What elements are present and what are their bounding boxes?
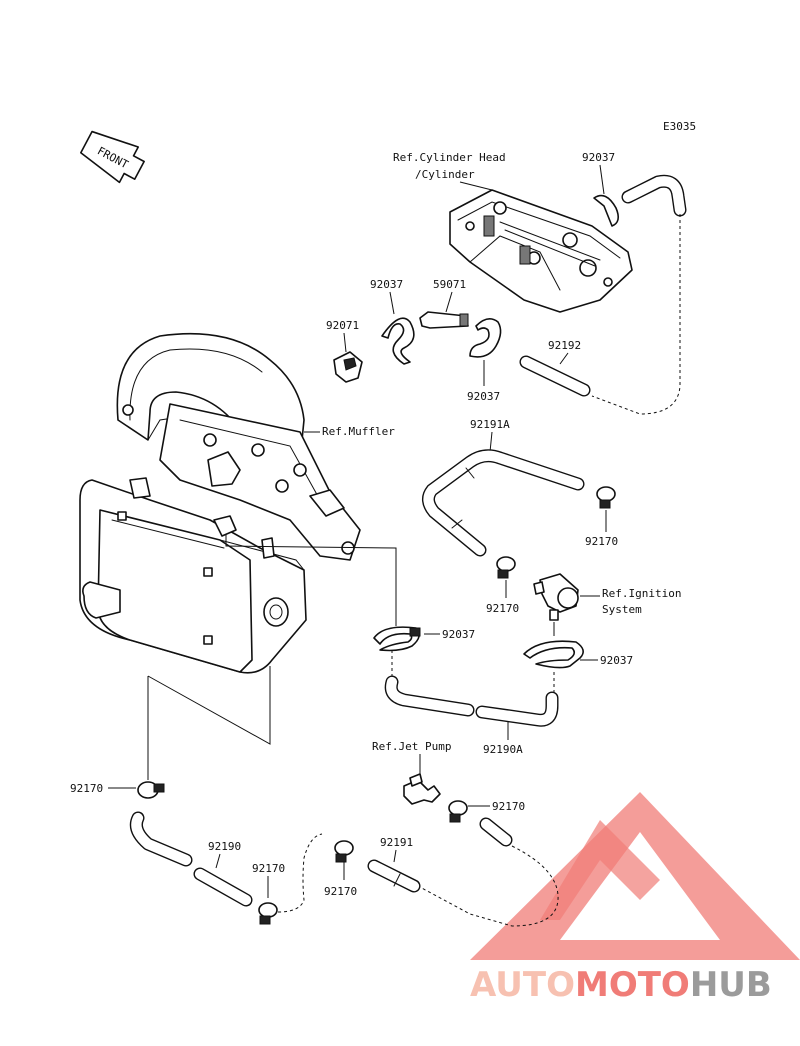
clamp-92037-mid xyxy=(469,318,502,358)
ref-cylinder-head-2: /Cylinder xyxy=(415,168,475,181)
diagram-code: E3035 xyxy=(663,120,696,133)
label-92170-c: 92170 xyxy=(252,862,285,875)
hose-short-jetpump xyxy=(479,817,513,847)
watermark-hub: HUB xyxy=(690,965,772,1005)
clamp-92037-left xyxy=(381,317,415,365)
watermark-logo-inner-icon xyxy=(540,820,660,920)
clamp-92170-left xyxy=(137,781,165,799)
hose-92190A xyxy=(384,675,559,727)
label-92170-left: 92170 xyxy=(70,782,103,795)
clamp-92170-b xyxy=(496,556,516,579)
label-92170-d: 92170 xyxy=(492,800,525,813)
hose-92191A xyxy=(422,449,585,557)
ignition-fitting xyxy=(533,573,579,621)
label-92037-low: 92037 xyxy=(442,628,475,641)
watermark-moto: MOTO xyxy=(575,965,690,1005)
watermark: AUTOMOTOHUB xyxy=(470,792,800,1005)
label-92037-right: 92037 xyxy=(600,654,633,667)
clamp-92170-a xyxy=(596,486,616,509)
label-92190A: 92190A xyxy=(483,743,523,756)
label-92190: 92190 xyxy=(208,840,241,853)
label-92037-top: 92037 xyxy=(582,151,615,164)
label-92170-e: 92170 xyxy=(324,885,357,898)
label-92071: 92071 xyxy=(326,319,359,332)
clamp-92170-e xyxy=(334,840,354,863)
label-92170-a: 92170 xyxy=(585,535,618,548)
label-92191A: 92191A xyxy=(470,418,510,431)
label-92191: 92191 xyxy=(380,836,413,849)
hose-92170-elbow xyxy=(129,811,193,867)
clamp-92170-c xyxy=(258,902,278,925)
ref-muffler: Ref.Muffler xyxy=(322,425,395,438)
label-92192: 92192 xyxy=(548,339,581,352)
hose-92192 xyxy=(519,355,591,397)
ref-cylinder-head-1: Ref.Cylinder Head xyxy=(393,151,506,164)
hose-92190 xyxy=(193,867,253,907)
front-arrow-icon: FRONT xyxy=(80,130,145,184)
cylinder-head xyxy=(449,189,633,313)
label-92037-left: 92037 xyxy=(370,278,403,291)
label-92037-mid: 92037 xyxy=(467,390,500,403)
muffler-assembly xyxy=(79,333,361,674)
label-59071: 59071 xyxy=(433,278,466,291)
ref-ignition-2: System xyxy=(602,603,642,616)
fitting-59071 xyxy=(419,311,469,329)
hose-92191 xyxy=(367,859,421,893)
watermark-auto: AUTO xyxy=(470,965,575,1005)
clamp-92037-top xyxy=(593,194,620,227)
fitting-92071 xyxy=(333,351,363,383)
ref-jet-pump: Ref.Jet Pump xyxy=(372,740,451,753)
ref-ignition-1: Ref.Ignition xyxy=(602,587,681,600)
top-hose xyxy=(621,174,687,217)
jet-pump-fitting xyxy=(403,773,441,805)
label-92170-b: 92170 xyxy=(486,602,519,615)
clamp-92170-d xyxy=(448,800,468,823)
svg-text:AUTOMOTOHUB: AUTOMOTOHUB xyxy=(470,965,772,1005)
clamp-92037-right xyxy=(523,640,584,669)
